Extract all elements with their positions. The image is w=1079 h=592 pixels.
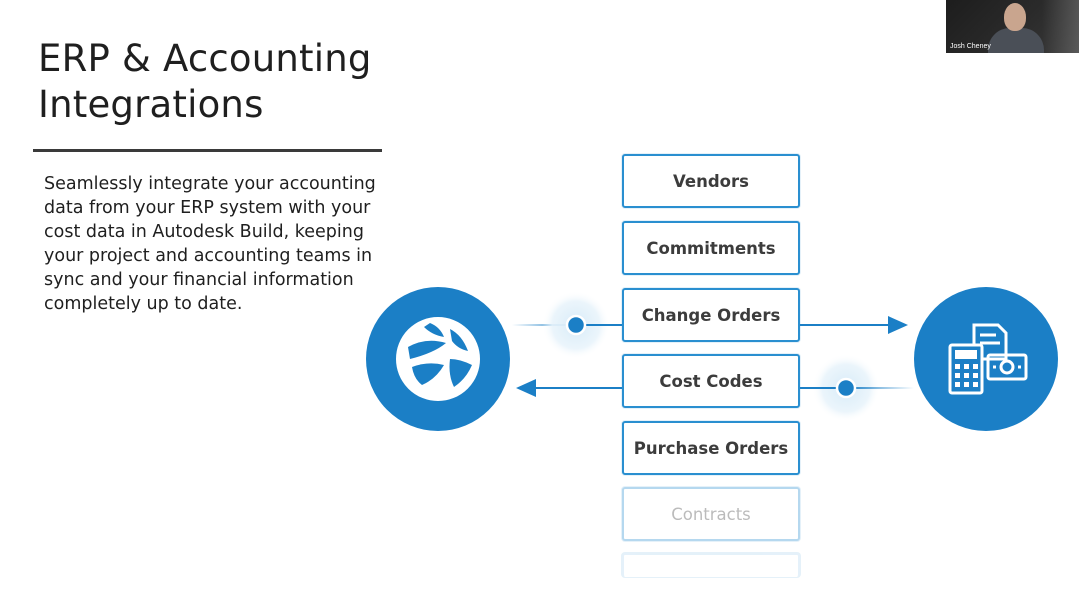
title-divider bbox=[33, 149, 382, 152]
integration-item-label: Vendors bbox=[673, 171, 749, 191]
integration-item-label: Change Orders bbox=[641, 305, 781, 325]
integration-item-purchase-orders: Purchase Orders bbox=[622, 421, 800, 475]
body-line: data from your ERP system with your bbox=[44, 198, 371, 218]
integration-item-label: Commitments bbox=[646, 238, 776, 258]
integration-item-contracts: Contracts bbox=[622, 487, 800, 541]
presenter-webcam: Josh Cheney bbox=[946, 0, 1079, 53]
presenter-head bbox=[1004, 3, 1026, 31]
accounting-calculator-money-icon bbox=[948, 323, 1028, 395]
integration-item-change-orders: Change Orders bbox=[622, 288, 800, 342]
globe-network-icon bbox=[396, 317, 480, 401]
integration-item-vendors: Vendors bbox=[622, 154, 800, 208]
integration-item-commitments: Commitments bbox=[622, 221, 800, 275]
body-line: your project and accounting teams in bbox=[44, 246, 373, 266]
slide-title-line-2: Integrations bbox=[38, 83, 264, 126]
participant-name: Josh Cheney bbox=[950, 43, 991, 50]
body-line: Seamlessly integrate your accounting bbox=[44, 174, 376, 194]
integration-item-label: Cost Codes bbox=[659, 371, 763, 391]
webcam-background bbox=[1042, 0, 1079, 53]
integration-item-cost-codes: Cost Codes bbox=[622, 354, 800, 408]
body-line: cost data in Autodesk Build, keeping bbox=[44, 222, 364, 242]
integration-item-label: Contracts bbox=[671, 504, 751, 524]
integration-item-ghost bbox=[622, 553, 800, 577]
presenter-body bbox=[988, 28, 1044, 53]
integration-diagram: Vendors Commitments Change Orders Cost C… bbox=[360, 150, 1079, 592]
slide-title: ERP & Accounting Integrations bbox=[38, 36, 378, 128]
integration-item-label: Purchase Orders bbox=[633, 438, 789, 458]
slide-title-line-1: ERP & Accounting bbox=[38, 37, 372, 80]
body-line: completely up to date. bbox=[44, 294, 243, 314]
diagram-connectors bbox=[366, 287, 1058, 431]
slide-body-text: Seamlessly integrate your accounting dat… bbox=[44, 172, 376, 316]
body-line: sync and your financial information bbox=[44, 270, 354, 290]
